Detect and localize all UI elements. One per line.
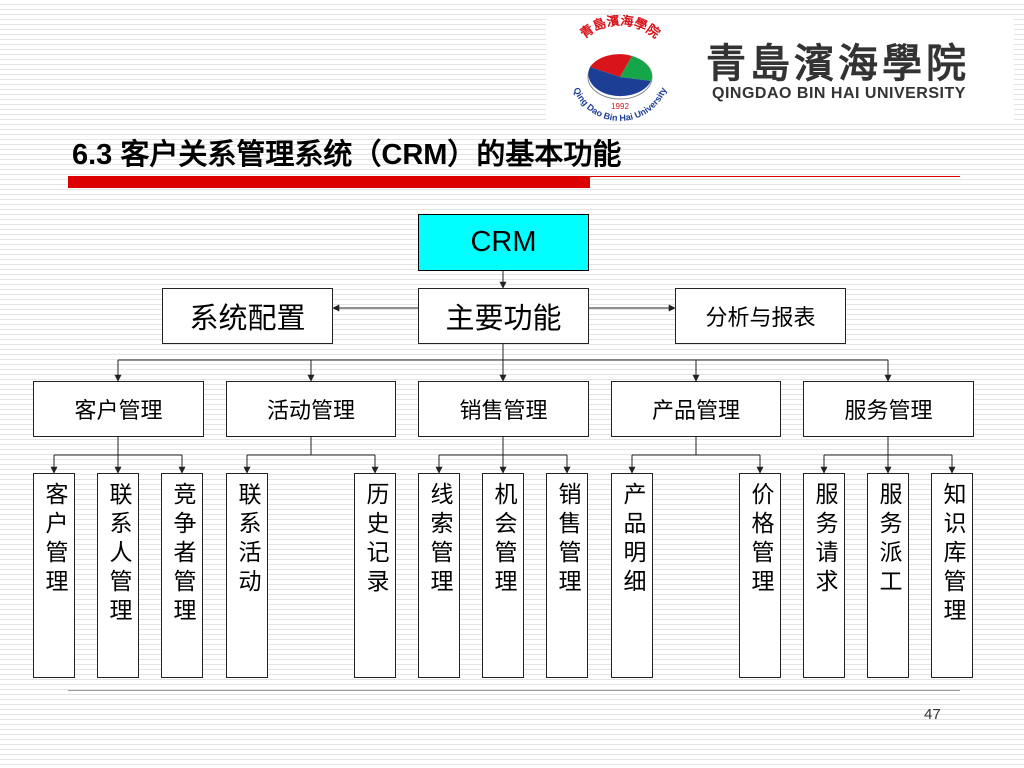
leaf-service-request: 服务请求: [803, 473, 845, 678]
university-seal-icon: 青島濱海學院 Qing Dao Bin Hai University 1992: [571, 15, 668, 123]
system-config-box: 系统配置: [162, 288, 333, 344]
leaf-opportunity-management: 机会管理: [482, 473, 524, 678]
leaf-knowledge-base: 知识库管理: [931, 473, 973, 678]
leaf-label: 客户管理: [41, 482, 67, 598]
leaf-label: 联系活动: [234, 482, 260, 598]
slide-title: 6.3 客户关系管理系统（CRM）的基本功能: [72, 139, 622, 171]
leaf-sales-management: 销售管理: [546, 473, 588, 678]
seal-blue-segment: [588, 67, 651, 97]
footer-divider: [68, 690, 960, 691]
title-underline-bar: [68, 176, 590, 188]
seal-green-segment: [620, 56, 652, 81]
leaf-lead-management: 线索管理: [418, 473, 460, 678]
crm-root-box: CRM: [418, 214, 589, 271]
leaf-label: 产品明细: [619, 482, 645, 598]
leaf-label: 服务派工: [875, 482, 901, 598]
main-functions-box: 主要功能: [418, 288, 589, 344]
leaf-label: 历史记录: [362, 482, 388, 598]
module-customer-box: 客户管理: [33, 381, 204, 437]
leaf-customer-management: 客户管理: [33, 473, 75, 678]
title-underline-line: [590, 176, 960, 177]
page-number: 47: [924, 706, 941, 723]
leaf-history-record: 历史记录: [354, 473, 396, 678]
module-product-box: 产品管理: [611, 381, 781, 437]
seal-red-segment: [590, 54, 632, 77]
leaf-label: 线索管理: [426, 482, 452, 598]
leaf-service-dispatch: 服务派工: [867, 473, 909, 678]
module-service-box: 服务管理: [803, 381, 974, 437]
leaf-label: 价格管理: [747, 482, 773, 598]
leaf-contact-management: 联系人管理: [97, 473, 139, 678]
leaf-product-detail: 产品明细: [611, 473, 653, 678]
module-activity-box: 活动管理: [226, 381, 396, 437]
seal-year: 1992: [611, 102, 629, 111]
module-sales-box: 销售管理: [418, 381, 589, 437]
leaf-label: 服务请求: [811, 482, 837, 598]
leaf-label: 联系人管理: [105, 482, 131, 627]
leaf-contact-activity: 联系活动: [226, 473, 268, 678]
logo-chinese-name: 青島濱海學院: [706, 40, 970, 87]
leaf-label: 销售管理: [554, 482, 580, 598]
leaf-price-management: 价格管理: [739, 473, 781, 678]
leaf-label: 机会管理: [490, 482, 516, 598]
leaf-label: 竞争者管理: [169, 482, 195, 627]
university-logo: 青島濱海學院 Qing Dao Bin Hai University 1992 …: [546, 15, 1014, 123]
logo-english-name: QINGDAO BIN HAI UNIVERSITY: [712, 85, 966, 102]
leaf-label: 知识库管理: [939, 482, 965, 627]
leaf-competitor-management: 竞争者管理: [161, 473, 203, 678]
analysis-report-box: 分析与报表: [675, 288, 846, 344]
